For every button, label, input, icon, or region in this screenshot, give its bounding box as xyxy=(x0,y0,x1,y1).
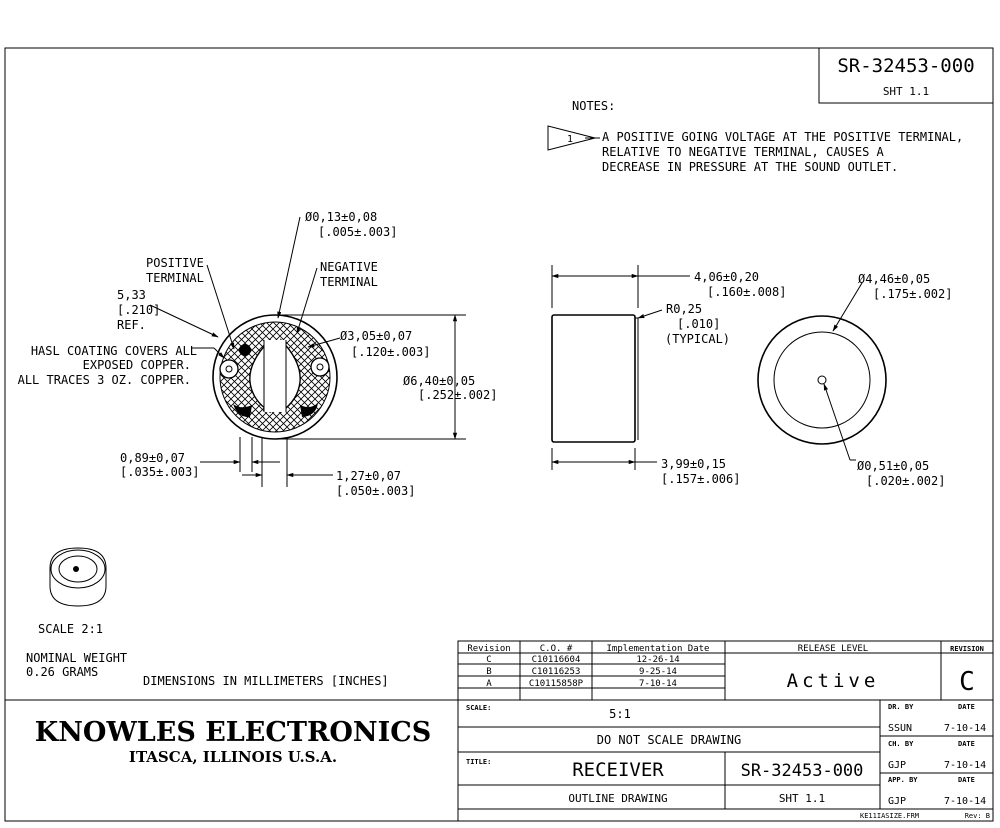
body-height-label: [.157±.006] xyxy=(661,472,740,486)
co-cell: C10115858P xyxy=(529,679,584,689)
hasl-note: HASL COATING COVERS ALL xyxy=(31,344,197,358)
release-level-header: RELEASE LEVEL xyxy=(798,644,868,654)
revision-cell: A xyxy=(486,679,492,689)
current-revision: C xyxy=(959,667,975,697)
date-cell: 7-10-14 xyxy=(639,679,677,689)
isometric-view xyxy=(49,547,107,607)
height-label: [.160±.008] xyxy=(707,285,786,299)
top-view xyxy=(757,282,887,461)
side-view xyxy=(551,265,690,470)
sheet-number: SHT 1.1 xyxy=(883,85,929,98)
app-date: 7-10-14 xyxy=(944,796,986,807)
footer-rev: Rev: B xyxy=(965,812,990,820)
front-view-labels: Ø0,13±0,08 [.005±.003] POSITIVE TERMINAL… xyxy=(18,210,498,498)
dr-by: SSUN xyxy=(888,723,912,734)
outlet-dia-label: Ø0,51±0,05 xyxy=(857,459,929,473)
hole-dia-label: Ø0,13±0,08 xyxy=(305,210,377,224)
app-by-label: APP. BY xyxy=(888,776,918,784)
side-view-labels: 4,06±0,20 [.160±.008] R0,25 [.010] (TYPI… xyxy=(661,270,786,486)
outlet-dia-label: [.020±.002] xyxy=(866,474,945,488)
note-flag-icon xyxy=(547,125,596,151)
body-dia-label: [.175±.002] xyxy=(873,287,952,301)
title-label: TITLE: xyxy=(466,758,491,766)
revision-cell: C xyxy=(486,655,491,665)
doc-number-box: SR-32453-000 SHT 1.1 xyxy=(818,47,994,104)
app-by: GJP xyxy=(888,796,906,807)
radius-label: [.010] xyxy=(677,317,720,331)
dimensions-note: DIMENSIONS IN MILLIMETERS [INCHES] xyxy=(143,674,389,688)
outer-dia-label: [.252±.002] xyxy=(418,388,497,402)
date-label: DATE xyxy=(958,703,975,711)
inner-dia-label: [.120±.003] xyxy=(351,345,430,359)
drawing-subtitle: OUTLINE DRAWING xyxy=(568,792,667,805)
note-line: A POSITIVE GOING VOLTAGE AT THE POSITIVE… xyxy=(602,130,963,144)
negative-terminal-label: NEGATIVE xyxy=(320,260,378,274)
negative-terminal-label: TERMINAL xyxy=(320,275,378,289)
pad-width-label: 0,89±0,07 xyxy=(120,451,185,465)
doc-number: SR-32453-000 xyxy=(837,55,974,77)
ch-by: GJP xyxy=(888,760,906,771)
company-name: KNOWLES ELECTRONICS xyxy=(35,717,431,748)
hasl-note: EXPOSED COPPER. xyxy=(83,358,191,372)
do-not-scale: DO NOT SCALE DRAWING xyxy=(597,733,742,747)
dr-by-label: DR. BY xyxy=(888,703,914,711)
date-label: DATE xyxy=(958,776,975,784)
inner-dia-label: Ø3,05±0,07 xyxy=(340,329,412,343)
hasl-note: ALL TRACES 3 OZ. COPPER. xyxy=(18,373,191,387)
front-view xyxy=(149,216,466,487)
revision-header: Revision xyxy=(467,644,510,654)
notes-section: NOTES: 1 A POSITIVE GOING VOLTAGE AT THE… xyxy=(547,99,963,174)
co-cell: C10116604 xyxy=(532,655,581,665)
misc-notes: SCALE 2:1 NOMINAL WEIGHT 0.26 GRAMS DIME… xyxy=(26,622,389,688)
positive-terminal-label: POSITIVE xyxy=(146,256,204,270)
date-label: DATE xyxy=(958,740,975,748)
dr-date: 7-10-14 xyxy=(944,723,986,734)
pad-gap-label: [.050±.003] xyxy=(336,484,415,498)
top-view-labels: Ø4,46±0,05 [.175±.002] Ø0,51±0,05 [.020±… xyxy=(857,272,952,488)
scale-label: SCALE: xyxy=(466,704,491,712)
co-header: C.O. # xyxy=(540,644,573,654)
positive-terminal-label: TERMINAL xyxy=(146,271,204,285)
revision-cell: B xyxy=(486,667,491,677)
ref-dim-label: REF. xyxy=(117,318,146,332)
ch-date: 7-10-14 xyxy=(944,760,986,771)
scale-value: 5:1 xyxy=(609,707,631,721)
hole-dia-label: [.005±.003] xyxy=(318,225,397,239)
outer-dia-label: Ø6,40±0,05 xyxy=(403,374,475,388)
company-location: ITASCA, ILLINOIS U.S.A. xyxy=(129,748,337,766)
note-flag-number: 1 xyxy=(567,134,573,145)
body-dia-label: Ø4,46±0,05 xyxy=(858,272,930,286)
weight-note: NOMINAL WEIGHT xyxy=(26,651,127,665)
release-level: Active xyxy=(787,670,880,692)
note-line: RELATIVE TO NEGATIVE TERMINAL, CAUSES A xyxy=(602,145,885,159)
date-cell: 12-26-14 xyxy=(636,655,679,665)
radius-label: R0,25 xyxy=(666,302,702,316)
weight-note: 0.26 GRAMS xyxy=(26,665,98,679)
radius-label: (TYPICAL) xyxy=(665,332,730,346)
height-label: 4,06±0,20 xyxy=(694,270,759,284)
sheet-border xyxy=(4,47,994,822)
ref-dim-label: 5,33 xyxy=(117,288,146,302)
drawing-title: RECEIVER xyxy=(572,759,664,781)
date-header: Implementation Date xyxy=(607,644,710,654)
title-block: KNOWLES ELECTRONICS ITASCA, ILLINOIS U.S… xyxy=(5,699,993,821)
ref-dim-label: [.210] xyxy=(117,303,160,317)
pad-gap-label: 1,27±0,07 xyxy=(336,469,401,483)
revision-table: Revision C.O. # Implementation Date C C1… xyxy=(457,640,994,701)
scale-note: SCALE 2:1 xyxy=(38,622,103,636)
footer-file: KE11IASIZE.FRM xyxy=(860,812,919,820)
block-doc-number: SR-32453-000 xyxy=(741,761,864,781)
block-sheet-number: SHT 1.1 xyxy=(779,792,825,805)
notes-heading: NOTES: xyxy=(572,99,615,113)
co-cell: C10116253 xyxy=(532,667,581,677)
ch-by-label: CH. BY xyxy=(888,740,914,748)
note-line: DECREASE IN PRESSURE AT THE SOUND OUTLET… xyxy=(602,160,898,174)
date-cell: 9-25-14 xyxy=(639,667,677,677)
revision-header: REVISION xyxy=(950,645,984,653)
pad-width-label: [.035±.003] xyxy=(120,465,199,479)
body-height-label: 3,99±0,15 xyxy=(661,457,726,471)
